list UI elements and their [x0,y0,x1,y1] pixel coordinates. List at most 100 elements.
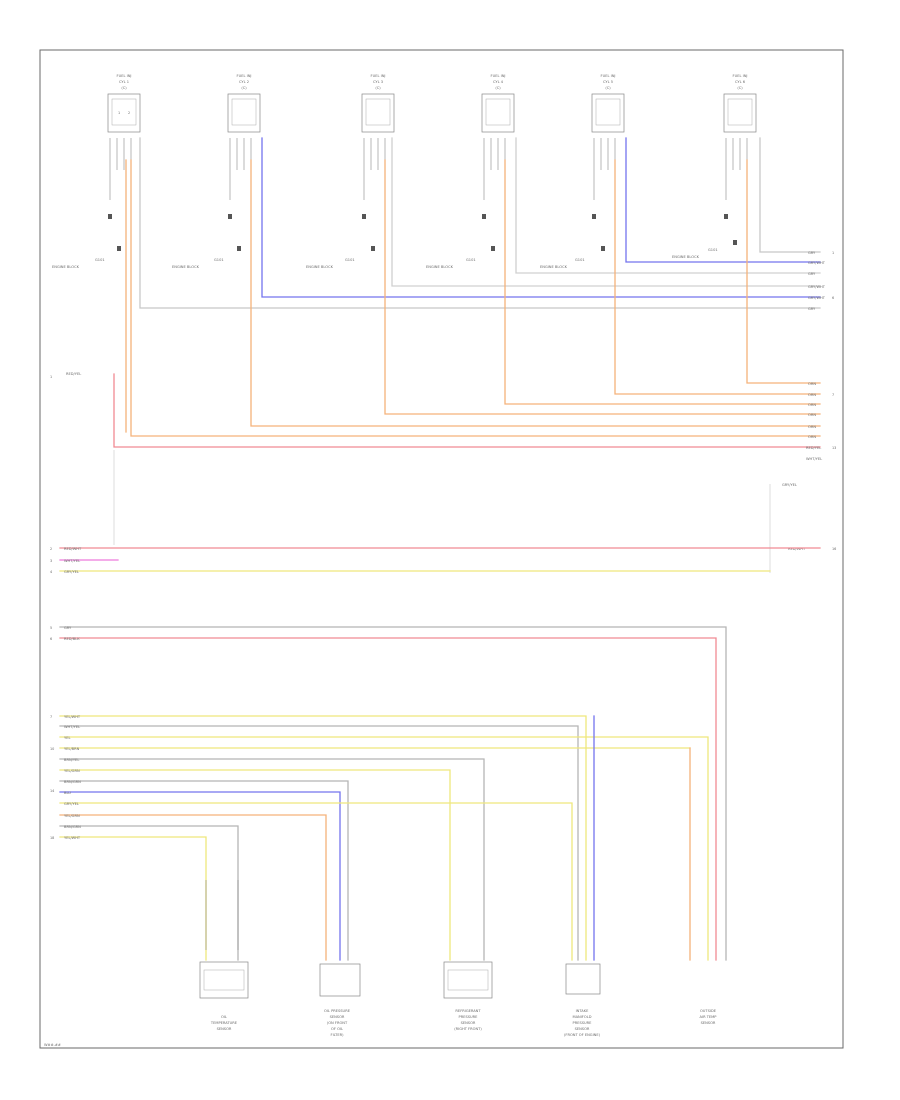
injector-label: CYL 5 [603,80,613,84]
wire-label: GRY/WHT [808,296,826,300]
refrigerant-pressure-sensor: REFRIGERANT PRESSURE SENSOR (RIGHT FRONT… [443,961,493,1031]
wire-label: RED/WHT [64,547,82,551]
component-label: SENSOR [461,1021,476,1025]
injector-label: (C) [241,86,247,90]
injector-label: CYL 3 [373,80,383,84]
ground-location: ENGINE BLOCK [672,255,700,259]
injector-label: CYL 4 [493,80,504,84]
wire-label: GRY/YEL [64,570,79,574]
diagram-frame [39,49,844,1049]
injector-connector [227,93,261,133]
ground-icon [237,246,241,251]
injector-label: FUEL INJ [371,74,386,78]
sensor-body [199,961,249,999]
wire-grey [515,137,821,274]
wire-yellow [59,736,709,961]
ground-icon [724,214,728,219]
svg-text:14: 14 [50,789,54,793]
wire-label: BRN/GRN [64,780,81,784]
wire-label: ORN [808,393,816,397]
svg-text:13: 13 [832,446,836,450]
svg-text:6: 6 [832,296,834,300]
component-label: INTAKE [576,1009,589,1013]
ground-id: G101 [95,258,105,262]
wire-grey [59,758,485,961]
component-label: SENSOR [330,1015,345,1019]
component-label: OIL PRESSURE [324,1009,351,1013]
ground-icon [117,246,121,251]
wire-blue [59,791,341,961]
sensor-body [565,963,601,995]
svg-text:2: 2 [128,111,130,115]
wire-yellow [59,836,207,961]
wire-label: ORN [808,425,816,429]
ground-id: G101 [708,248,718,252]
wire-red [59,637,717,961]
ground-id: G101 [466,258,476,262]
svg-text:4: 4 [50,570,52,574]
injector-connector [107,93,141,133]
ground-location: ENGINE BLOCK [306,265,334,269]
injector-supply-wires [113,137,821,573]
ground-icon [592,214,596,219]
wire-orange [130,159,821,437]
injector-connector [361,93,395,133]
svg-text:7: 7 [50,715,52,719]
wire-orange [59,814,327,961]
wire-label: WHT/YEL [806,457,822,461]
injector-5: FUEL INJ CYL 5 (C) G101 ENGINE BLOCK [540,74,625,269]
injector-label: (C) [121,86,127,90]
component-label: OF OIL [331,1027,343,1031]
wire-label: GRY/YEL [782,483,797,487]
ground-location: ENGINE BLOCK [172,265,200,269]
injector-label: FUEL INJ [733,74,748,78]
injector-label: (C) [495,86,501,90]
component-label: AIR TEMP [700,1015,718,1019]
ground-icon [601,246,605,251]
oil-pressure-sensor: OIL PRESSURE SENSOR (ON FRONT OF OIL FIL… [319,963,361,1037]
ground-id: G101 [575,258,585,262]
wire-grey [59,626,727,961]
svg-text:1: 1 [832,251,834,255]
ground-icon [491,246,495,251]
wire-label: YEL [64,736,70,740]
wire-label: YEL/BRN [64,747,80,751]
injector-label: FUEL INJ [237,74,252,78]
wire-grey [139,137,821,309]
component-label: OIL [221,1015,227,1019]
wire-label: ORN [808,413,816,417]
svg-text:3: 3 [50,559,52,563]
injector-label: FUEL INJ [491,74,506,78]
wire-orange [504,159,821,405]
injector-connector [723,93,757,133]
wire-blue [261,137,821,298]
component-label: MANIFOLD [573,1015,592,1019]
sensor-body [443,961,493,999]
wire-label: WHT/YEL [64,559,80,563]
wire-label: RED/YEL [66,372,81,376]
component-label: REFRIGERANT [455,1009,481,1013]
wire-label: ORN [808,435,816,439]
wire-label: GRY/WHT [808,261,826,265]
wire-label: BRN/GRN [64,825,81,829]
wire-label: GRY [808,251,816,255]
component-label: SENSOR [575,1027,590,1031]
wire-orange [250,159,821,427]
wire-grey [59,825,239,961]
component-label: OUTSIDE [700,1009,717,1013]
svg-text:5: 5 [50,626,52,630]
injector-label: CYL 2 [239,80,249,84]
intake-manifold-pressure-sensor: INTAKE MANIFOLD PRESSURE SENSOR (FRONT O… [564,963,601,1037]
ground-id: G101 [345,258,355,262]
svg-text:2: 2 [50,547,52,551]
sensor-wires: GRY RED/BLK 5 6 YEL/WHT WHT/YEL YEL YEL/… [50,626,727,961]
injector-label: FUEL INJ [117,74,132,78]
component-label: TEMPERATURE [210,1021,238,1025]
svg-text:6: 6 [50,637,52,641]
component-label: PRESSURE [573,1021,593,1025]
component-label: FILTER) [331,1033,345,1037]
wire-orange [614,159,821,395]
wire-label: GRY/WHT [808,285,826,289]
wire-grey [391,137,821,287]
wire-label: GRY [808,307,816,311]
